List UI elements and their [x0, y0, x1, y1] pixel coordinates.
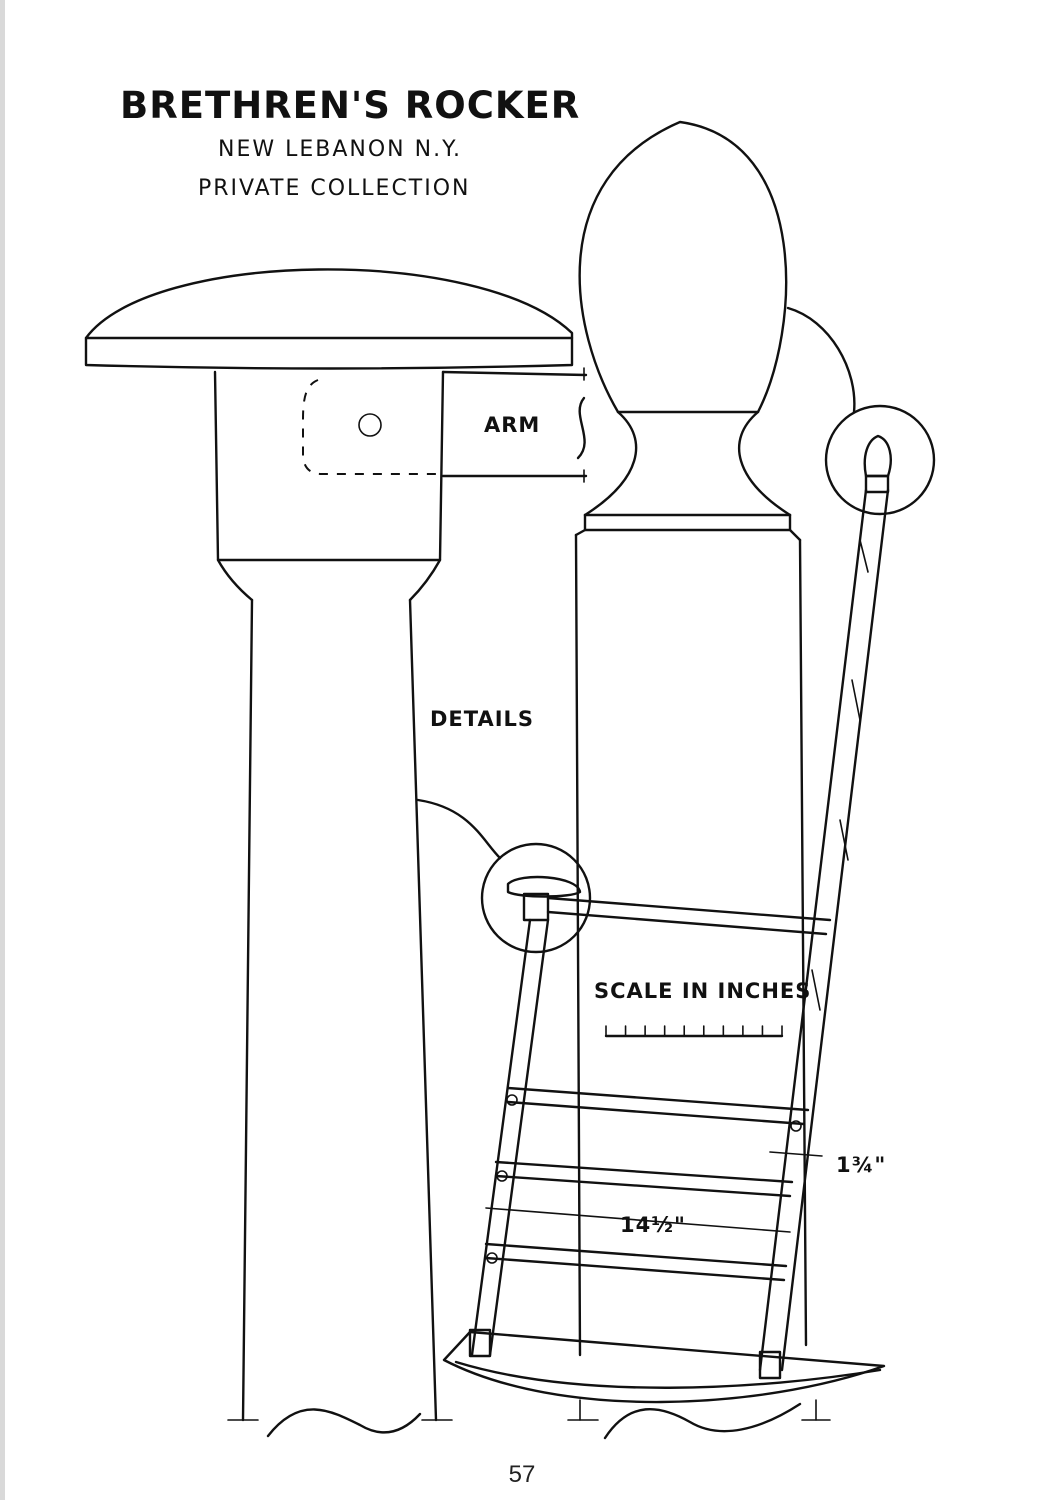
- page-number: 57: [509, 1461, 536, 1488]
- post-collar: [215, 372, 443, 560]
- rung-1: [508, 1088, 808, 1110]
- rocker-runner: [444, 1332, 884, 1402]
- arm-break: [578, 398, 585, 458]
- cap-callout-leader: [418, 800, 500, 858]
- peg-hole: [359, 414, 381, 436]
- mushroom-cap: [86, 269, 572, 368]
- arm-detail: ARM: [303, 368, 586, 482]
- back-post-left: [576, 535, 580, 1355]
- post-shaft-left: [243, 600, 252, 1420]
- finial-neck: [585, 412, 636, 515]
- finial-callout-leader: [788, 308, 854, 412]
- scale-bar: SCALE IN INCHES: [594, 979, 811, 1036]
- arm-label: ARM: [484, 413, 540, 437]
- drawing-title: BRETHREN'S ROCKER: [120, 84, 580, 127]
- back-post-finial-detail: [568, 122, 830, 1438]
- back-post-right: [800, 540, 806, 1345]
- break-line: [268, 1409, 420, 1436]
- location-subtitle: NEW LEBANON N.Y.: [218, 137, 462, 162]
- details-label: DETAILS: [430, 707, 534, 731]
- finial-detail-circle: [826, 406, 934, 514]
- finial-egg: [580, 122, 786, 412]
- rung-3: [486, 1244, 786, 1266]
- front-post-detail: [86, 269, 572, 1436]
- scale-label: SCALE IN INCHES: [594, 979, 811, 1003]
- rocker-elevation: 14½" 1¾": [444, 436, 891, 1402]
- width-dimension-label: 14½": [620, 1213, 686, 1237]
- small-front-post: [472, 920, 548, 1355]
- rung-dimension-label: 1¾": [836, 1153, 886, 1177]
- collection-subtitle: PRIVATE COLLECTION: [198, 176, 471, 201]
- scale-ticks: [606, 1026, 782, 1036]
- cap-detail-circle: [482, 844, 590, 952]
